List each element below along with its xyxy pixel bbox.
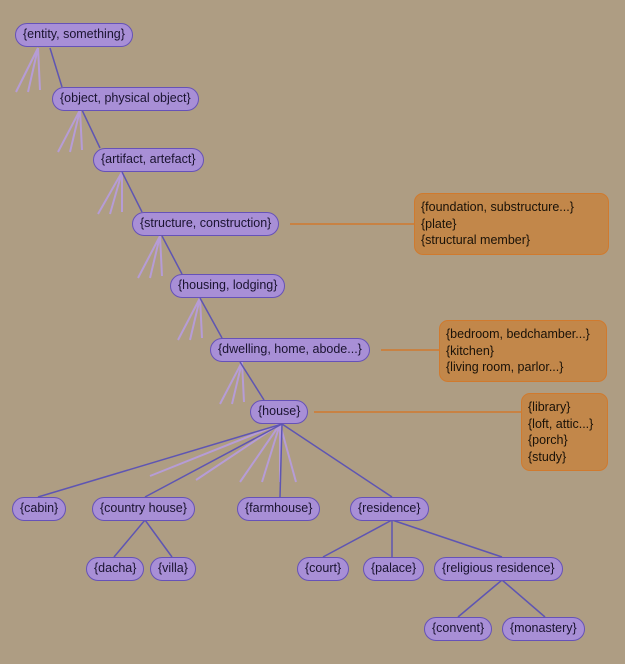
node-artifact[interactable]: {artifact, artefact} [93,148,204,172]
part-item[interactable]: {porch} [528,433,568,447]
node-structure[interactable]: {structure, construction} [132,212,280,236]
node-court[interactable]: {court} [297,557,350,581]
node-religious-residence[interactable]: {religious residence} [434,557,563,581]
node-house[interactable]: {house} [250,400,309,424]
node-palace[interactable]: {palace} [363,557,425,581]
part-item[interactable]: {foundation, substructure...} [421,200,574,214]
node-dwelling[interactable]: {dwelling, home, abode...} [210,338,370,362]
node-entity[interactable]: {entity, something} [15,23,133,47]
part-item[interactable]: {bedroom, bedchamber...} [446,327,590,341]
node-residence[interactable]: {residence} [350,497,429,521]
node-object[interactable]: {object, physical object} [52,87,199,111]
node-dacha[interactable]: {dacha} [86,557,145,581]
node-housing[interactable]: {housing, lodging} [170,274,286,298]
part-item[interactable]: {loft, attic...} [528,416,594,431]
hyponym-edges [37,47,546,618]
part-item[interactable]: {kitchen} [446,343,494,358]
node-villa[interactable]: {villa} [150,557,196,581]
node-farmhouse[interactable]: {farmhouse} [237,497,321,521]
parts-box-house[interactable]: {library} {loft, attic...} {porch} {stud… [521,393,608,471]
parts-box-dwelling[interactable]: {bedroom, bedchamber...} {kitchen} {livi… [439,320,607,382]
meronym-edges [290,223,521,413]
node-monastery[interactable]: {monastery} [502,617,585,641]
node-convent[interactable]: {convent} [424,617,493,641]
node-country-house[interactable]: {country house} [92,497,195,521]
part-item[interactable]: {study} [528,449,567,464]
node-cabin[interactable]: {cabin} [12,497,67,521]
part-item[interactable]: {structural member} [421,233,531,247]
part-item[interactable]: {living room, parlor...} [446,360,564,374]
parts-box-structure[interactable]: {foundation, substructure...} {plate} {s… [414,193,609,255]
part-item[interactable]: {library} [528,400,571,414]
part-item[interactable]: {plate} [421,216,457,231]
